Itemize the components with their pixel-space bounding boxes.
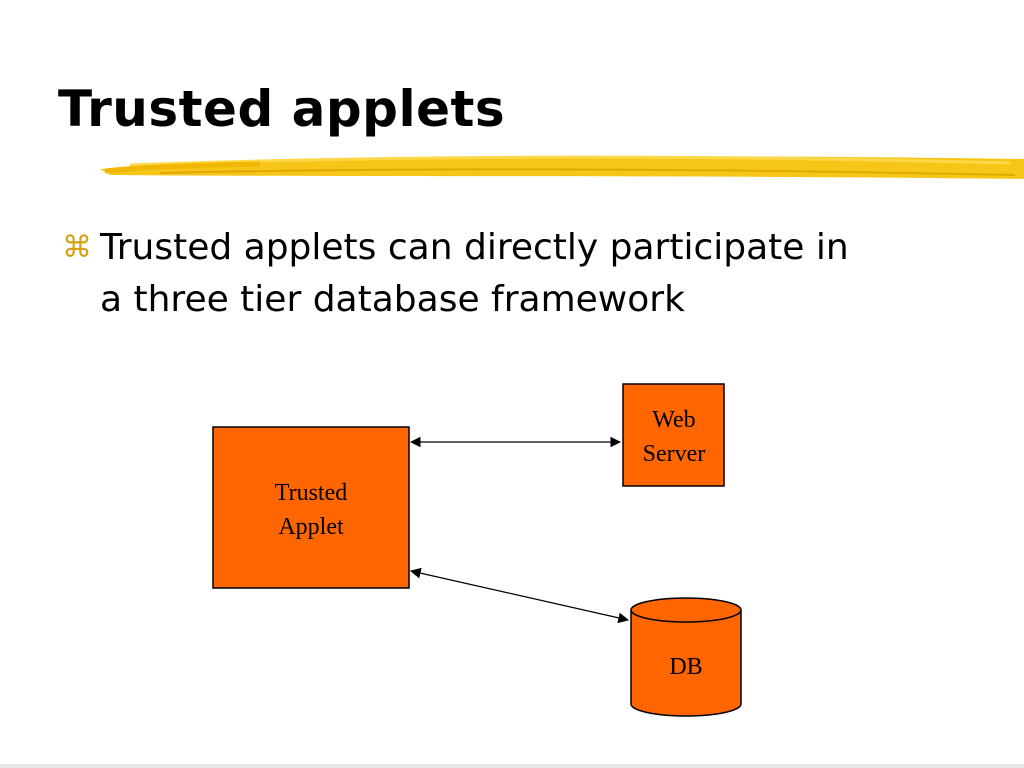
web-server-label-line2: Server bbox=[643, 441, 706, 467]
slide-title: Trusted applets bbox=[58, 80, 506, 138]
trusted-applet-node: Trusted Applet bbox=[212, 426, 410, 589]
db-cylinder-node: DB bbox=[630, 597, 742, 717]
bullet-icon: ⌘ bbox=[62, 230, 92, 265]
db-label: DB bbox=[669, 654, 702, 680]
trusted-applet-label-line2: Applet bbox=[278, 514, 344, 540]
bullet-item: ⌘ Trusted applets can directly participa… bbox=[62, 222, 962, 326]
footer-divider bbox=[0, 764, 1024, 768]
web-server-node: Web Server bbox=[622, 383, 725, 487]
title-underline-brushstroke bbox=[100, 155, 1024, 179]
bullet-text-line2: a three tier database framework bbox=[100, 279, 685, 320]
bullet-text-line1: Trusted applets can directly participate… bbox=[100, 227, 849, 268]
trusted-applet-label-line1: Trusted bbox=[275, 480, 347, 506]
web-server-label-line1: Web bbox=[652, 407, 695, 433]
applet-db-arrow bbox=[409, 567, 630, 624]
